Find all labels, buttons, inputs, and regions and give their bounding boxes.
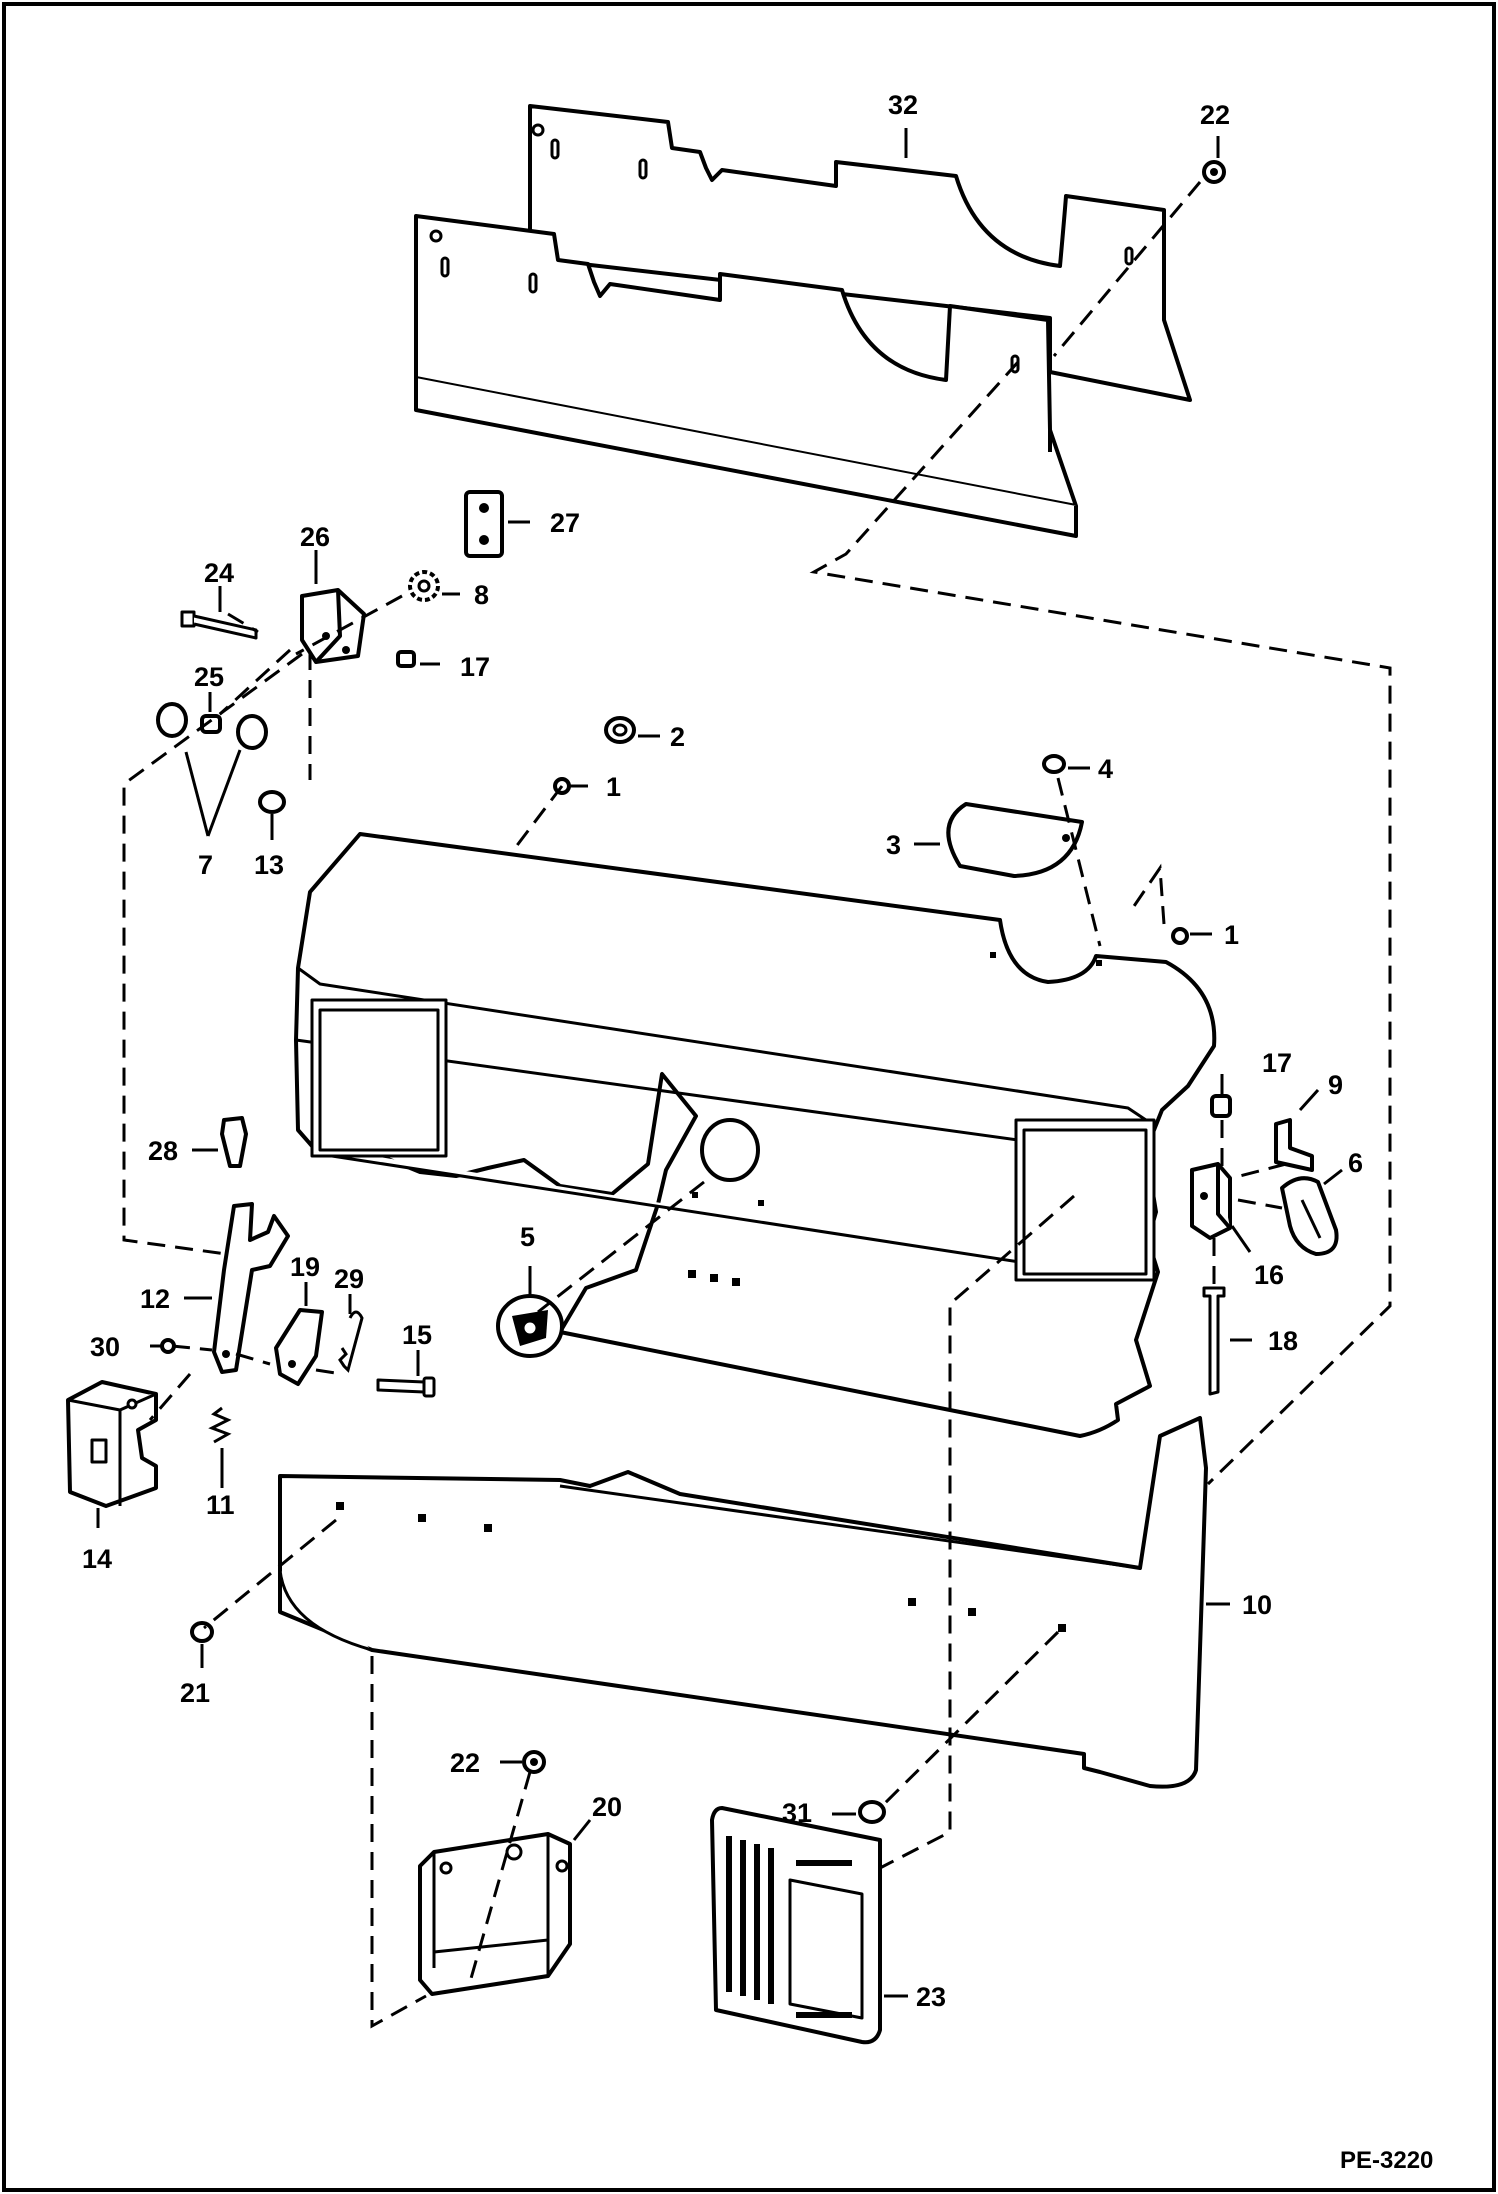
part-11-spring — [208, 1406, 232, 1444]
callout-31: 31 — [782, 1798, 812, 1828]
part-26-bracket — [300, 588, 366, 664]
part-22-nut-bottom — [522, 1750, 546, 1774]
callout-4: 4 — [1098, 754, 1113, 784]
part-7-rubber-mounts — [156, 702, 268, 750]
callout-19: 19 — [290, 1252, 320, 1282]
part-8-lock-washer — [408, 570, 440, 602]
callout-29: 29 — [334, 1264, 364, 1294]
callout-3: 3 — [886, 830, 901, 860]
part-9-clip — [1274, 1118, 1314, 1172]
callout-8: 8 — [474, 580, 489, 610]
callout-17-upper: 17 — [460, 652, 490, 682]
part-25-bushing — [200, 714, 222, 734]
part-4-rivet — [1042, 754, 1066, 774]
callout-26: 26 — [300, 522, 330, 552]
part-5-knob — [496, 1294, 564, 1358]
callout-16: 16 — [1254, 1260, 1284, 1290]
part-23-grille — [710, 1806, 882, 2045]
part-27-plate — [464, 490, 504, 558]
assembly-dashed-lines — [122, 181, 1392, 2029]
callout-22-top: 22 — [1200, 100, 1230, 130]
part-10-panel — [278, 832, 1217, 1789]
callout-1-left: 1 — [606, 772, 621, 802]
part-12-lever — [212, 1202, 290, 1374]
callout-7: 7 — [198, 850, 213, 880]
part-17-nut-right — [1210, 1094, 1232, 1118]
callout-1-right: 1 — [1224, 920, 1239, 950]
part-22-nut-top — [1202, 160, 1226, 184]
callout-24: 24 — [204, 558, 234, 588]
part-32-shield-panel — [414, 104, 1192, 538]
part-21-screw — [190, 1621, 214, 1643]
part-20-box-bracket — [418, 1832, 572, 1996]
callout-17-right: 17 — [1262, 1048, 1292, 1078]
drawing-number: PE-3220 — [1340, 2147, 1433, 2174]
callout-12: 12 — [140, 1284, 170, 1314]
callout-13: 13 — [254, 850, 284, 880]
callout-14: 14 — [82, 1544, 112, 1574]
callout-10: 10 — [1242, 1590, 1272, 1620]
part-2-grommet — [604, 716, 636, 744]
callout-5: 5 — [520, 1222, 535, 1252]
callout-27: 27 — [550, 508, 580, 538]
part-16-hinge-bracket — [1190, 1162, 1232, 1240]
callout-labels: 32 22 27 26 24 8 17 25 7 13 2 1 4 3 1 17… — [82, 90, 1363, 2012]
callout-28: 28 — [148, 1136, 178, 1166]
callout-32: 32 — [888, 90, 918, 120]
callout-11: 11 — [206, 1490, 235, 1520]
callout-2: 2 — [670, 722, 685, 752]
part-29-spring — [338, 1310, 364, 1373]
callout-18: 18 — [1268, 1326, 1298, 1356]
callout-21: 21 — [180, 1678, 210, 1708]
part-17-nut-upper — [396, 650, 416, 668]
callout-leader-lines — [96, 128, 1343, 1998]
callout-22-bottom: 22 — [450, 1748, 480, 1778]
callout-23: 23 — [916, 1982, 946, 2012]
part-3-cover — [946, 802, 1084, 878]
part-1-nut-right — [1171, 927, 1189, 945]
part-24-bolt — [180, 610, 258, 640]
part-15-bolt — [376, 1376, 436, 1398]
callout-9: 9 — [1328, 1070, 1343, 1100]
part-13-bolt — [258, 790, 286, 814]
callout-20: 20 — [592, 1792, 622, 1822]
callout-15: 15 — [402, 1320, 432, 1350]
part-28-handle — [220, 1116, 248, 1168]
callout-30: 30 — [90, 1332, 120, 1362]
part-18-pin — [1202, 1286, 1226, 1396]
part-31-screw — [858, 1800, 886, 1824]
part-19-cam-plate — [274, 1308, 324, 1386]
part-6-latch-cam — [1280, 1176, 1339, 1256]
part-14-latch-housing — [66, 1380, 158, 1508]
callout-25: 25 — [194, 662, 224, 692]
callout-6: 6 — [1348, 1148, 1363, 1178]
